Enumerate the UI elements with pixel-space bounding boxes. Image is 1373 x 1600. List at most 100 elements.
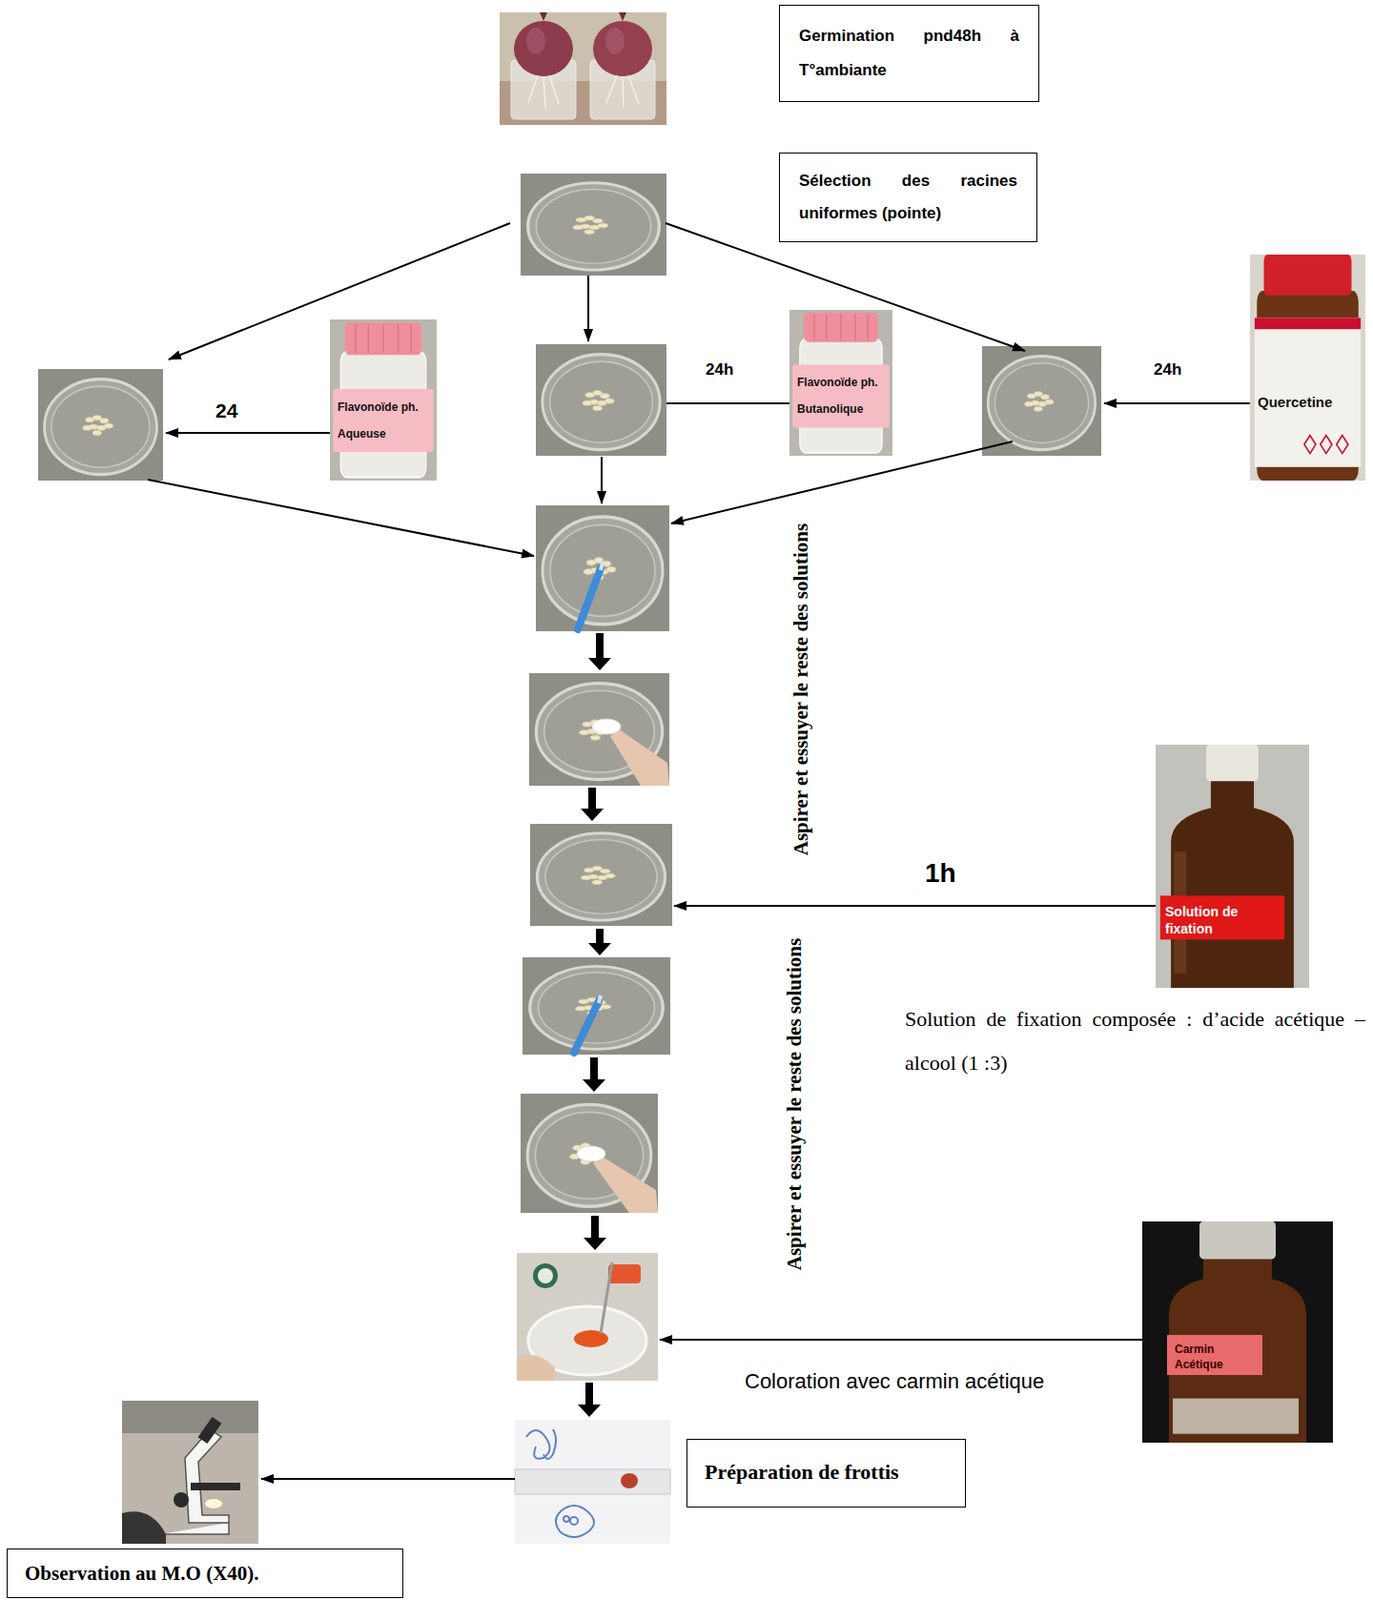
illustration-shape bbox=[526, 27, 546, 55]
illustration-shape bbox=[590, 1057, 598, 1080]
illustration-shape bbox=[608, 1264, 641, 1284]
illustration-shape bbox=[1304, 435, 1316, 454]
illustration-shape bbox=[173, 1492, 189, 1508]
illustration-shape bbox=[570, 1516, 578, 1525]
illustration-shape bbox=[549, 75, 559, 104]
illustration-shape bbox=[1155, 744, 1310, 988]
illustration-shape bbox=[332, 389, 433, 452]
illustration-shape bbox=[628, 75, 639, 104]
illustration-shape bbox=[190, 1482, 241, 1491]
illustration-shape bbox=[588, 657, 612, 671]
illustration-shape bbox=[1199, 1221, 1276, 1259]
illustration-shape bbox=[345, 322, 423, 355]
note-text: Solution de fixation composée : d’acide … bbox=[904, 997, 1366, 1086]
bottle-label: Solution de fixation bbox=[1165, 902, 1278, 938]
illustration-shape bbox=[160, 1429, 229, 1535]
petri-photo bbox=[522, 957, 671, 1055]
illustration-shape bbox=[592, 718, 621, 735]
illustration-shape bbox=[1170, 778, 1294, 988]
illustration-shape bbox=[600, 1262, 613, 1333]
illustration-shape bbox=[539, 12, 627, 21]
illustration-shape bbox=[814, 314, 868, 342]
illustration-shape bbox=[261, 1477, 515, 1480]
illustration-shape bbox=[600, 456, 603, 504]
illustration-shape bbox=[329, 319, 437, 481]
illustration-shape bbox=[595, 928, 604, 943]
illustration-shape bbox=[588, 787, 596, 809]
illustration-shape bbox=[1304, 435, 1349, 454]
reagent-bottle: Solution de fixation bbox=[1155, 744, 1310, 988]
step-box: Germination pnd48h à T°ambiante bbox=[778, 4, 1040, 103]
illustration-shape bbox=[588, 942, 612, 956]
duration-label: 24 bbox=[215, 399, 238, 423]
petri-photo bbox=[38, 368, 164, 481]
illustration-shape bbox=[1320, 435, 1333, 454]
illustration-shape bbox=[499, 12, 667, 125]
illustration-shape bbox=[397, 324, 399, 353]
illustration-shape bbox=[1142, 1221, 1333, 1443]
illustration-shape bbox=[532, 1263, 558, 1289]
bottle-label: Carmin Acétique bbox=[1174, 1341, 1253, 1373]
reagent-bottle: Carmin Acétique bbox=[1142, 1221, 1333, 1443]
illustration-shape bbox=[576, 1146, 606, 1162]
illustration-shape bbox=[1167, 1334, 1263, 1375]
illustration-shape bbox=[543, 76, 546, 108]
illustration-shape bbox=[803, 312, 879, 343]
illustration-shape bbox=[600, 562, 603, 571]
illustration-shape bbox=[563, 1516, 570, 1522]
illustration-shape bbox=[606, 75, 617, 103]
illustration-shape bbox=[410, 324, 412, 353]
reagent-bottle: Quercetine bbox=[1250, 254, 1366, 481]
illustration-shape bbox=[543, 1429, 556, 1459]
illustration-shape bbox=[329, 319, 437, 481]
illustration-shape bbox=[1104, 402, 1251, 405]
illustration-shape bbox=[665, 223, 1025, 351]
illustration-shape bbox=[593, 1155, 658, 1213]
arrow-lines bbox=[147, 223, 1251, 1479]
illustration-shape bbox=[577, 568, 601, 630]
illustration-shape bbox=[1206, 744, 1259, 781]
illustration-shape bbox=[1155, 744, 1310, 988]
illustration-shape bbox=[1254, 317, 1361, 467]
box-text: Sélection des racines uniformes (pointe) bbox=[799, 164, 1018, 230]
step-note: Aspirer et essuyer le reste des solution… bbox=[772, 932, 817, 1276]
illustration-shape bbox=[867, 314, 869, 342]
illustration-shape bbox=[587, 275, 590, 342]
reagent-bottle: Flavonoïde ph. Aqueuse bbox=[329, 319, 437, 481]
illustration-shape bbox=[605, 27, 625, 55]
staining-photo bbox=[516, 1252, 658, 1381]
duration-label: 24h bbox=[1153, 360, 1182, 380]
illustration-shape bbox=[620, 1473, 638, 1489]
illustration-shape bbox=[789, 309, 893, 456]
illustration-shape bbox=[528, 75, 639, 108]
illustration-shape bbox=[514, 1419, 671, 1544]
bottle-label: Flavonoïde ph. Butanolique bbox=[797, 368, 889, 423]
illustration-shape bbox=[165, 431, 330, 434]
onion-photo bbox=[499, 12, 667, 125]
bottle-label: Quercetine bbox=[1257, 392, 1361, 412]
illustration-shape bbox=[825, 314, 827, 342]
illustration-shape bbox=[1336, 435, 1349, 454]
illustration-shape bbox=[595, 633, 604, 658]
box-text: Germination pnd48h à T°ambiante bbox=[799, 19, 1020, 88]
illustration-shape bbox=[382, 324, 384, 353]
petri-photo bbox=[535, 344, 667, 456]
swab-hand bbox=[576, 718, 670, 1213]
illustration-shape bbox=[813, 314, 815, 342]
illustration-shape bbox=[1254, 317, 1361, 329]
step-box: Sélection des racines uniformes (pointe) bbox=[778, 152, 1038, 243]
illustration-shape bbox=[1250, 254, 1366, 481]
illustration-shape bbox=[585, 1382, 594, 1405]
illustration-shape bbox=[598, 995, 601, 1004]
illustration-shape bbox=[593, 20, 653, 77]
box-text: Préparation de frottis bbox=[704, 1457, 948, 1487]
step-box: Préparation de frottis bbox=[686, 1438, 966, 1508]
illustration-shape bbox=[204, 1498, 223, 1509]
duration-label: 24h bbox=[705, 360, 734, 380]
illustration-shape bbox=[537, 1268, 554, 1284]
box-text: Observation au M.O (X40). bbox=[24, 1559, 386, 1587]
illustration-shape bbox=[666, 402, 790, 405]
illustration-shape bbox=[582, 1079, 606, 1092]
illustration-shape bbox=[1172, 1398, 1299, 1435]
illustration-shape bbox=[122, 1400, 259, 1434]
